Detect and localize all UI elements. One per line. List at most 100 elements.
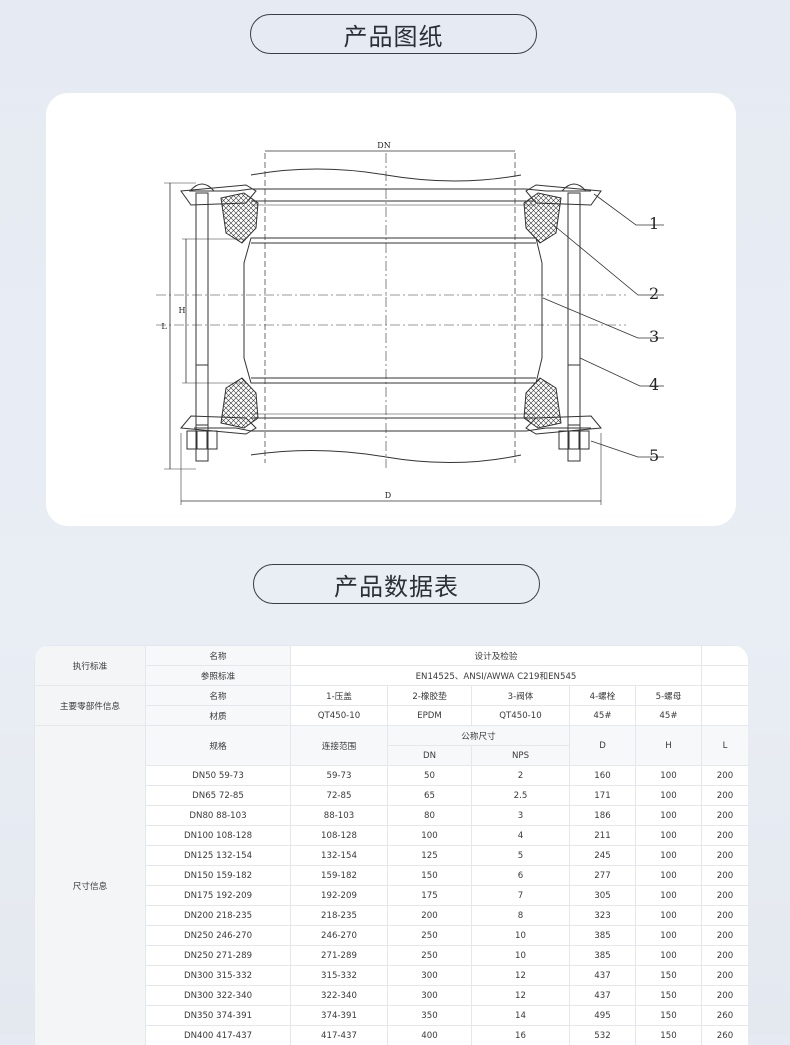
dim-h-label: H [179,306,186,315]
cell-range: 374-391 [291,1006,388,1026]
cell-nps: 16 [472,1026,570,1045]
dim-l-label: L [161,322,167,331]
col-h-header: H [636,726,702,766]
row-name-label: 名称 [146,646,291,666]
empty-cell [702,646,749,666]
part-name: 1-压盖 [291,686,388,706]
section-title-table: 产品数据表 [253,564,540,604]
dim-d-label: D [385,491,391,500]
cell-d: 323 [570,906,636,926]
cell-h: 100 [636,866,702,886]
cell-dn: 100 [388,826,472,846]
cell-h: 150 [636,1006,702,1026]
size-group-label: 尺寸信息 [35,726,146,1045]
cell-spec: DN175 192-209 [146,886,291,906]
col-nominal-header: 公称尺寸 [388,726,570,746]
cell-range: 315-332 [291,966,388,986]
col-spec-header: 规格 [146,726,291,766]
drawing-card: DN L H D 1 2 3 4 5 [46,93,736,526]
cell-d: 437 [570,986,636,1006]
cell-dn: 300 [388,986,472,1006]
cell-dn: 50 [388,766,472,786]
cell-h: 100 [636,906,702,926]
cell-dn: 175 [388,886,472,906]
cell-range: 159-182 [291,866,388,886]
cell-range: 271-289 [291,946,388,966]
cell-nps: 4 [472,826,570,846]
cell-nps: 2 [472,766,570,786]
row-name-value: 设计及检验 [291,646,702,666]
cell-l: 200 [702,986,749,1006]
cell-d: 305 [570,886,636,906]
cell-dn: 200 [388,906,472,926]
cell-dn: 350 [388,1006,472,1026]
cell-nps: 6 [472,866,570,886]
standard-group-label: 执行标准 [35,646,146,686]
cell-nps: 3 [472,806,570,826]
callout-4: 4 [649,375,659,394]
row-ref-value: EN14525、ANSI/AWWA C219和EN545 [291,666,702,686]
cell-h: 100 [636,886,702,906]
cell-h: 100 [636,766,702,786]
cell-spec: DN100 108-128 [146,826,291,846]
cell-l: 200 [702,926,749,946]
cell-d: 277 [570,866,636,886]
cell-nps: 7 [472,886,570,906]
cell-l: 200 [702,766,749,786]
cell-nps: 10 [472,946,570,966]
cell-d: 385 [570,926,636,946]
cell-l: 200 [702,886,749,906]
cell-h: 100 [636,926,702,946]
cell-l: 200 [702,946,749,966]
data-table-card: 执行标准 名称 设计及检验 参照标准 EN14525、ANSI/AWWA C21… [34,645,748,1045]
technical-drawing: DN L H D 1 2 3 4 5 [46,93,736,526]
cell-spec: DN125 132-154 [146,846,291,866]
cell-d: 160 [570,766,636,786]
cell-l: 200 [702,806,749,826]
cell-nps: 8 [472,906,570,926]
cell-spec: DN400 417-437 [146,1026,291,1045]
cell-spec: DN350 374-391 [146,1006,291,1026]
cell-spec: DN65 72-85 [146,786,291,806]
cell-l: 200 [702,846,749,866]
cell-h: 100 [636,826,702,846]
part-material: QT450-10 [291,706,388,726]
cell-nps: 2.5 [472,786,570,806]
col-l-header: L [702,726,749,766]
cell-l: 200 [702,966,749,986]
cell-l: 260 [702,1006,749,1026]
empty-cell [702,666,749,686]
cell-d: 532 [570,1026,636,1045]
cell-l: 200 [702,826,749,846]
part-name: 5-螺母 [636,686,702,706]
cell-nps: 12 [472,966,570,986]
empty-cell [702,706,749,726]
cell-range: 246-270 [291,926,388,946]
cell-l: 200 [702,906,749,926]
cell-nps: 10 [472,926,570,946]
empty-cell [702,686,749,706]
parts-material-label: 材质 [146,706,291,726]
callout-1: 1 [649,214,659,233]
cell-h: 150 [636,986,702,1006]
cell-h: 150 [636,966,702,986]
cell-range: 218-235 [291,906,388,926]
callout-2: 2 [649,284,659,303]
cell-h: 100 [636,946,702,966]
cell-d: 245 [570,846,636,866]
section-title-drawing: 产品图纸 [250,14,537,54]
cell-h: 100 [636,806,702,826]
callout-5: 5 [649,446,659,465]
cell-d: 211 [570,826,636,846]
callout-3: 3 [649,327,659,346]
cell-spec: DN250 271-289 [146,946,291,966]
cell-nps: 14 [472,1006,570,1026]
cell-range: 88-103 [291,806,388,826]
cell-range: 192-209 [291,886,388,906]
cell-spec: DN80 88-103 [146,806,291,826]
cell-range: 59-73 [291,766,388,786]
cell-nps: 12 [472,986,570,1006]
col-nps-header: NPS [472,746,570,766]
cell-range: 132-154 [291,846,388,866]
parts-group-label: 主要零部件信息 [35,686,146,726]
